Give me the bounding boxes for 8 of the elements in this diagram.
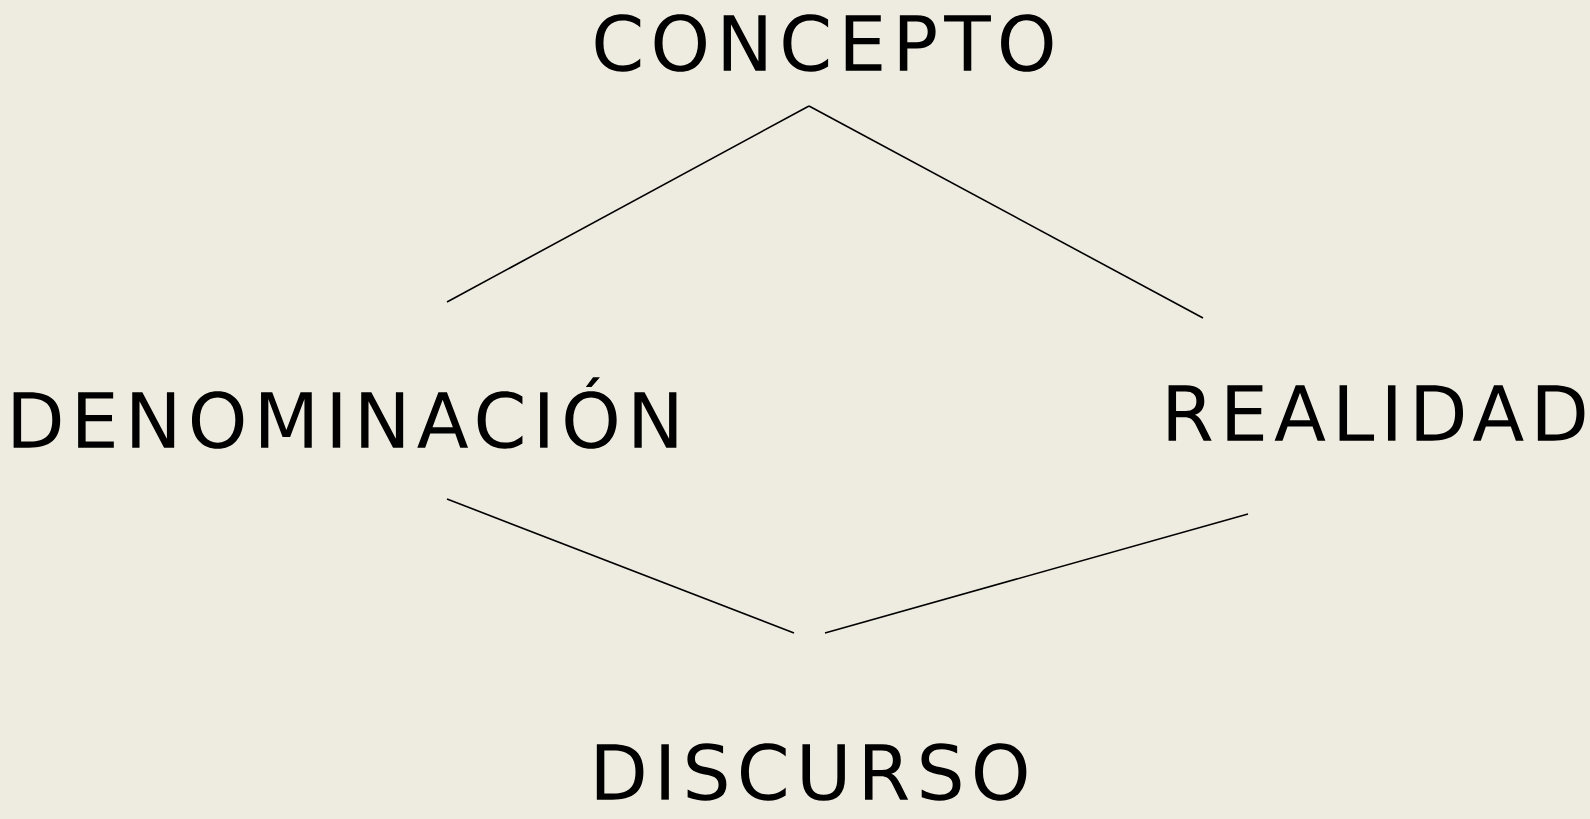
word-label: DISCURSO [596, 743, 1027, 801]
word-label: DENOMINACIÓN [13, 377, 677, 449]
connector-line [446, 105, 810, 303]
connector-line [446, 498, 795, 634]
word-label: CONCEPTO [595, 14, 1053, 72]
connector-line [824, 513, 1249, 634]
connector-line [808, 105, 1204, 319]
word-label: REALIDAD [1168, 385, 1585, 441]
